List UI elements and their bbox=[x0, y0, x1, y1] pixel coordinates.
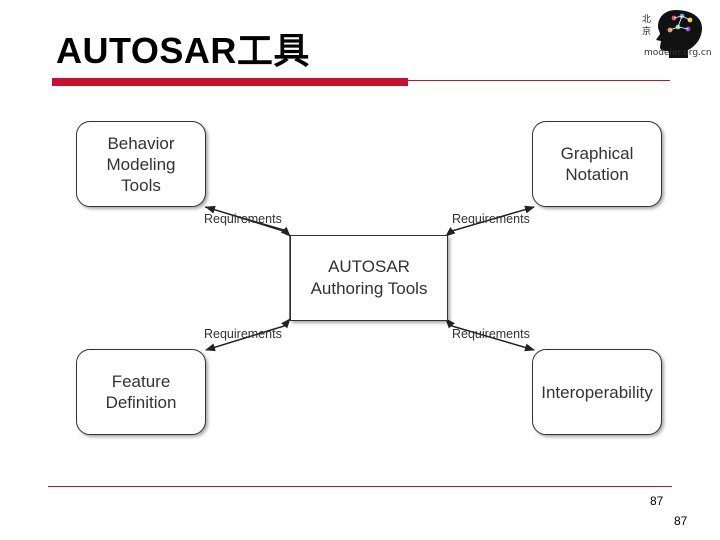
edge-label-top-left: Requirements bbox=[204, 212, 282, 226]
page-number-outer: 87 bbox=[674, 514, 688, 528]
edge-label-bottom-left: Requirements bbox=[204, 327, 282, 341]
edge-center-to-bottom-right bbox=[445, 318, 535, 351]
footer-rule bbox=[48, 486, 672, 487]
edge-label-bottom-right: Requirements bbox=[452, 327, 530, 341]
page-number-inner: 87 bbox=[650, 494, 664, 508]
edge-center-to-top-left bbox=[204, 206, 291, 237]
edge-label-top-right: Requirements bbox=[452, 212, 530, 226]
brain-logo-icon: 北 京 bbox=[642, 10, 702, 58]
node-behavior-modeling-tools: Behavior Modeling Tools bbox=[76, 121, 206, 207]
node-feature-definition: Feature Definition bbox=[76, 349, 206, 435]
title-underline-thick bbox=[52, 78, 408, 86]
title-underline-thin bbox=[408, 80, 670, 81]
slide-title: AUTOSAR工具 bbox=[56, 30, 310, 71]
logo-text: modeler.org.cn bbox=[644, 48, 712, 58]
edge-center-to-bottom-left bbox=[205, 318, 291, 351]
edge-center-to-top-right bbox=[445, 206, 535, 237]
svg-text:北: 北 bbox=[642, 14, 651, 25]
node-interoperability: Interoperability bbox=[532, 349, 662, 435]
svg-text:京: 京 bbox=[642, 25, 651, 37]
node-graphical-notation: Graphical Notation bbox=[532, 121, 662, 207]
node-autosar-authoring-tools: AUTOSAR Authoring Tools bbox=[290, 235, 448, 321]
